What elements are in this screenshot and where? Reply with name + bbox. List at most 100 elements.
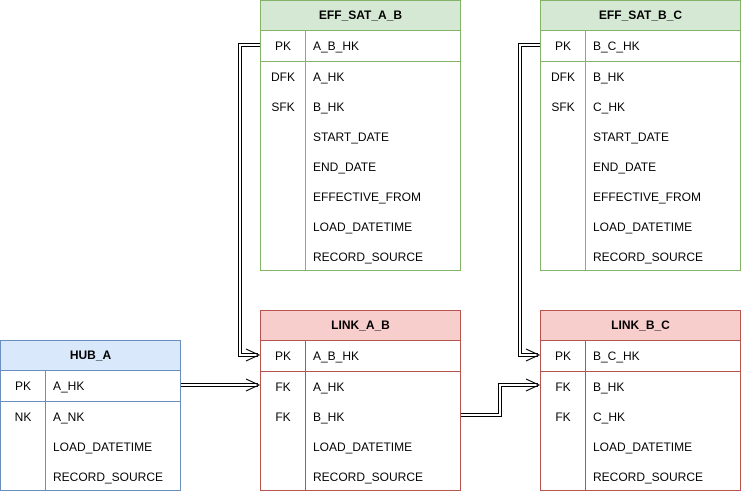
column-divider (305, 31, 306, 270)
table-row[interactable]: LOAD_DATETIME (261, 212, 460, 242)
table-row[interactable]: LOAD_DATETIME (541, 432, 740, 462)
field-name-b-hk: B_HK (593, 70, 625, 84)
field-name-a-b-hk: A_B_HK (313, 39, 360, 53)
entity-title: EFF_SAT_B_C (541, 1, 740, 31)
key-type-label: FK (275, 410, 291, 424)
table-row[interactable]: SFK B_HK (261, 92, 460, 122)
connector-effsat-ab-to-link-ab (238, 43, 261, 362)
key-type-label: DFK (551, 70, 575, 84)
column-divider (585, 31, 586, 270)
key-type-label: PK (274, 349, 291, 363)
field-name-start-date: START_DATE (313, 130, 390, 144)
table-row[interactable]: PK A_HK (1, 371, 180, 401)
field-name-a-hk: A_HK (53, 379, 85, 393)
table-row[interactable]: END_DATE (261, 152, 460, 182)
field-name-end-date: END_DATE (313, 160, 377, 174)
key-type-label: FK (275, 380, 291, 394)
field-name-record-source: RECORD_SOURCE (593, 250, 704, 264)
table-row[interactable]: DFK A_HK (261, 62, 460, 92)
field-name-load-datetime: LOAD_DATETIME (53, 440, 153, 454)
column-divider (585, 341, 586, 490)
key-type-label: NK (14, 410, 32, 424)
table-row[interactable]: RECORD_SOURCE (261, 462, 460, 492)
primary-key-section: PK A_B_HK (261, 341, 460, 372)
table-row[interactable]: RECORD_SOURCE (541, 462, 740, 492)
key-type-label: PK (274, 39, 291, 53)
entity-title: LINK_A_B (261, 311, 460, 341)
field-name-b-hk: B_HK (313, 410, 345, 424)
field-name-effective-from: EFFECTIVE_FROM (593, 190, 702, 204)
entity-link-b-c[interactable]: LINK_B_C PK B_C_HK FK B_HK FK C_HK LOAD_DATETIM… (540, 310, 741, 491)
field-name-b-hk: B_HK (313, 100, 345, 114)
table-row[interactable]: FK B_HK (261, 402, 460, 432)
table-row[interactable]: PK A_B_HK (261, 31, 460, 61)
key-type-label: SFK (551, 100, 575, 114)
field-name-end-date: END_DATE (593, 160, 657, 174)
field-name-load-datetime: LOAD_DATETIME (593, 440, 693, 454)
key-type-label: DFK (271, 70, 295, 84)
table-row[interactable]: FK C_HK (541, 402, 740, 432)
attributes-section: FK A_HK FK B_HK LOAD_DATETIME RECORD_SOURCE (261, 372, 460, 492)
field-name-effective-from: EFFECTIVE_FROM (313, 190, 422, 204)
table-row[interactable]: RECORD_SOURCE (1, 462, 180, 492)
field-name-record-source: RECORD_SOURCE (53, 470, 164, 484)
key-type-label: PK (554, 349, 571, 363)
table-row[interactable]: LOAD_DATETIME (261, 432, 460, 462)
table-row[interactable]: EFFECTIVE_FROM (261, 182, 460, 212)
field-name-c-hk: C_HK (593, 100, 626, 114)
primary-key-section: PK B_C_HK (541, 31, 740, 62)
table-row[interactable]: DFK B_HK (541, 62, 740, 92)
table-row[interactable]: RECORD_SOURCE (541, 242, 740, 272)
field-name-b-c-hk: B_C_HK (593, 349, 640, 363)
connector-effsat-bc-to-link-bc (518, 43, 541, 362)
field-name-record-source: RECORD_SOURCE (313, 250, 424, 264)
key-type-label: SFK (271, 100, 295, 114)
field-name-record-source: RECORD_SOURCE (593, 470, 704, 484)
field-name-a-hk: A_HK (313, 380, 345, 394)
key-type-label: PK (14, 379, 31, 393)
entity-title: EFF_SAT_A_B (261, 1, 460, 31)
table-row[interactable]: LOAD_DATETIME (541, 212, 740, 242)
entity-link-a-b[interactable]: LINK_A_B PK A_B_HK FK A_HK FK B_HK LOAD_DATETIM… (260, 310, 461, 491)
table-row[interactable]: RECORD_SOURCE (261, 242, 460, 272)
field-name-a-b-hk: A_B_HK (313, 349, 360, 363)
field-name-b-hk: B_HK (593, 380, 625, 394)
entity-eff-sat-a-b[interactable]: EFF_SAT_A_B PK A_B_HK DFK A_HK SFK B_HK START_D… (260, 0, 461, 271)
field-name-record-source: RECORD_SOURCE (313, 470, 424, 484)
field-name-load-datetime: LOAD_DATETIME (593, 220, 693, 234)
table-row[interactable]: PK B_C_HK (541, 31, 740, 61)
connector-link-ab-to-link-bc (461, 378, 541, 417)
key-type-label: FK (555, 380, 571, 394)
table-row[interactable]: FK B_HK (541, 372, 740, 402)
entity-title: LINK_B_C (541, 311, 740, 341)
attributes-section: DFK B_HK SFK C_HK START_DATE END_DATE EFFECTIV… (541, 62, 740, 272)
field-name-a-nk: A_NK (53, 410, 85, 424)
table-row[interactable]: PK B_C_HK (541, 341, 740, 371)
entity-eff-sat-b-c[interactable]: EFF_SAT_B_C PK B_C_HK DFK B_HK SFK C_HK START_D… (540, 0, 741, 271)
column-divider (45, 371, 46, 490)
key-type-label: PK (554, 39, 571, 53)
primary-key-section: PK A_HK (1, 371, 180, 402)
attributes-section: FK B_HK FK C_HK LOAD_DATETIME RECORD_SOURCE (541, 372, 740, 492)
field-name-b-c-hk: B_C_HK (593, 39, 640, 53)
table-row[interactable]: FK A_HK (261, 372, 460, 402)
field-name-c-hk: C_HK (593, 410, 626, 424)
table-row[interactable]: EFFECTIVE_FROM (541, 182, 740, 212)
field-name-a-hk: A_HK (313, 70, 345, 84)
connector-hub-a-to-link-ab (181, 378, 261, 392)
table-row[interactable]: NK A_NK (1, 402, 180, 432)
primary-key-section: PK A_B_HK (261, 31, 460, 62)
field-name-load-datetime: LOAD_DATETIME (313, 440, 413, 454)
column-divider (305, 341, 306, 490)
field-name-start-date: START_DATE (593, 130, 670, 144)
table-row[interactable]: START_DATE (261, 122, 460, 152)
key-type-label: FK (555, 410, 571, 424)
table-row[interactable]: END_DATE (541, 152, 740, 182)
attributes-section: NK A_NK LOAD_DATETIME RECORD_SOURCE (1, 402, 180, 492)
table-row[interactable]: LOAD_DATETIME (1, 432, 180, 462)
table-row[interactable]: PK A_B_HK (261, 341, 460, 371)
table-row[interactable]: SFK C_HK (541, 92, 740, 122)
field-name-load-datetime: LOAD_DATETIME (313, 220, 413, 234)
table-row[interactable]: START_DATE (541, 122, 740, 152)
